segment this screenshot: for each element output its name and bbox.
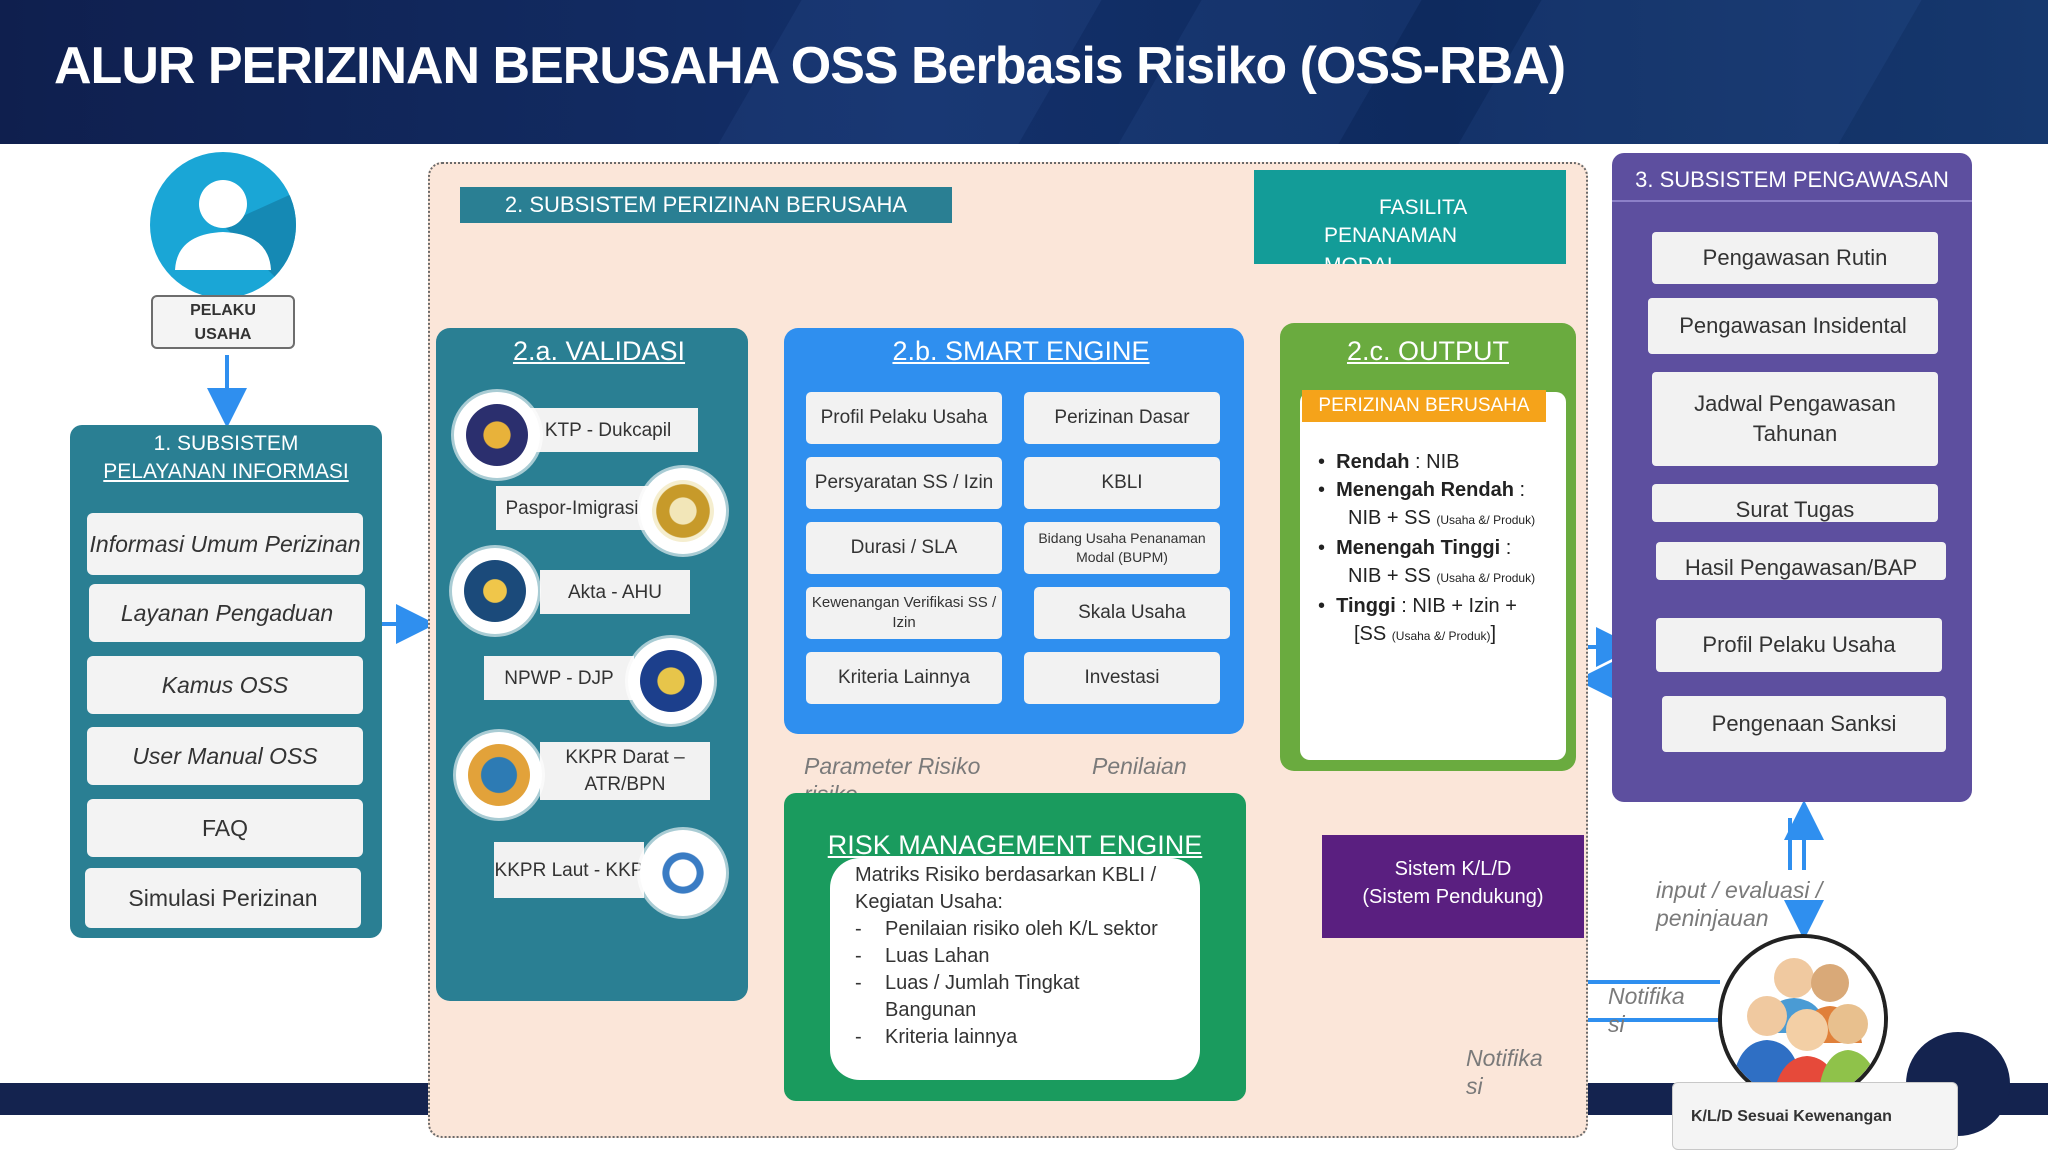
simulasi-perizinan-button[interactable]: Simulasi Perizinan [85, 868, 361, 928]
user-manual-button[interactable]: User Manual OSS [87, 727, 363, 785]
djp-logo-icon [628, 638, 714, 724]
user-avatar-icon [150, 152, 296, 298]
pengawasan-rutin-item[interactable]: Pengawasan Rutin [1652, 232, 1938, 284]
perizinan-dasar-item[interactable]: Perizinan Dasar [1024, 392, 1220, 444]
bupm-item[interactable]: Bidang Usaha Penanaman Modal (BUPM) [1024, 522, 1220, 574]
kbli-item[interactable]: KBLI [1024, 457, 1220, 509]
risk-management-title: RISK MANAGEMENT ENGINE [827, 830, 1203, 860]
kkp-logo-icon [640, 830, 726, 916]
kewenangan-verifikasi-item[interactable]: Kewenangan Verifikasi SS / Izin [806, 587, 1002, 639]
faq-button[interactable]: FAQ [87, 799, 363, 857]
header-banner [0, 0, 2048, 144]
notifikasi-label-b: Notifika si [1466, 1045, 1543, 1099]
output-list: • Rendah : NIB • Menengah Rendah : NIB +… [1318, 451, 1536, 645]
risk-criteria-list: Matriks Risiko berdasarkan KBLI / Kegiat… [855, 864, 1158, 1048]
fasilitas-penanaman-modal-box[interactable]: FASILITA PENANAMAN MODAL [1254, 170, 1566, 264]
skala-usaha-item[interactable]: Skala Usaha [1034, 587, 1230, 639]
jadwal-pengawasan-item[interactable]: Jadwal Pengawasan Tahunan [1652, 372, 1938, 466]
investasi-item[interactable]: Investasi [1024, 652, 1220, 704]
paspor-imigrasi-item[interactable]: Paspor-Imigrasi [496, 486, 648, 530]
profil-pelaku-usaha-item[interactable]: Profil Pelaku Usaha [806, 392, 1002, 444]
kkpr-darat-item[interactable]: KKPR Darat – ATR/BPN [540, 742, 710, 800]
subsistem-pengawasan-title: 3. SUBSISTEM PENGAWASAN [1612, 162, 1972, 202]
atr-bpn-logo-icon [456, 732, 542, 818]
output-title: 2.c. OUTPUT [1346, 336, 1509, 366]
informasi-umum-button[interactable]: Informasi Umum Perizinan [87, 513, 363, 575]
ahu-logo-icon [452, 548, 538, 634]
validasi-title: 2.a. VALIDASI [512, 336, 686, 366]
sistem-kld-box[interactable]: Sistem K/L/D (Sistem Pendukung) [1322, 835, 1584, 938]
notifikasi-label-a: Notifika si [1608, 983, 1685, 1037]
kriteria-lainnya-item[interactable]: Kriteria Lainnya [806, 652, 1002, 704]
pengenaan-sanksi-item[interactable]: Pengenaan Sanksi [1662, 696, 1946, 752]
perizinan-berusaha-badge: PERIZINAN BERUSAHA [1302, 390, 1546, 422]
layanan-pengaduan-button[interactable]: Layanan Pengaduan [89, 584, 365, 642]
risk-content-box [830, 858, 1200, 1080]
kld-kewenangan-label: K/L/D Sesuai Kewenangan [1672, 1082, 1958, 1150]
durasi-sla-item[interactable]: Durasi / SLA [806, 522, 1002, 574]
npwp-djp-item[interactable]: NPWP - DJP [484, 656, 634, 700]
profil-pelaku-usaha-p3-item[interactable]: Profil Pelaku Usaha [1656, 618, 1942, 672]
dukcapil-logo-icon [454, 392, 540, 478]
page-title: ALUR PERIZINAN BERUSAHA OSS Berbasis Ris… [54, 37, 1566, 95]
surat-tugas-item[interactable]: Surat Tugas [1652, 484, 1938, 522]
kkpr-laut-item[interactable]: KKPR Laut - KKP [494, 842, 644, 898]
akta-ahu-item[interactable]: Akta - AHU [540, 570, 690, 614]
persyaratan-item[interactable]: Persyaratan SS / Izin [806, 457, 1002, 509]
subsistem-pelayanan-title: 1. SUBSISTEM PELAYANAN INFORMASI [103, 432, 349, 483]
input-evaluasi-label: input / evaluasi / peninjauan [1656, 877, 1823, 931]
smart-engine-title: 2.b. SMART ENGINE [892, 336, 1150, 366]
kamus-oss-button[interactable]: Kamus OSS [87, 656, 363, 714]
penilaian-label: Penilaian [1092, 753, 1187, 779]
subsistem-perizinan-label: 2. SUBSISTEM PERIZINAN BERUSAHA [460, 187, 952, 223]
team-people-icon [1718, 934, 1888, 1104]
pengawasan-insidental-item[interactable]: Pengawasan Insidental [1648, 298, 1938, 354]
ktp-dukcapil-item[interactable]: KTP - Dukcapil [518, 408, 698, 452]
hasil-pengawasan-item[interactable]: Hasil Pengawasan/BAP [1656, 542, 1946, 580]
imigrasi-logo-icon [640, 468, 726, 554]
output-content-box [1300, 392, 1566, 760]
